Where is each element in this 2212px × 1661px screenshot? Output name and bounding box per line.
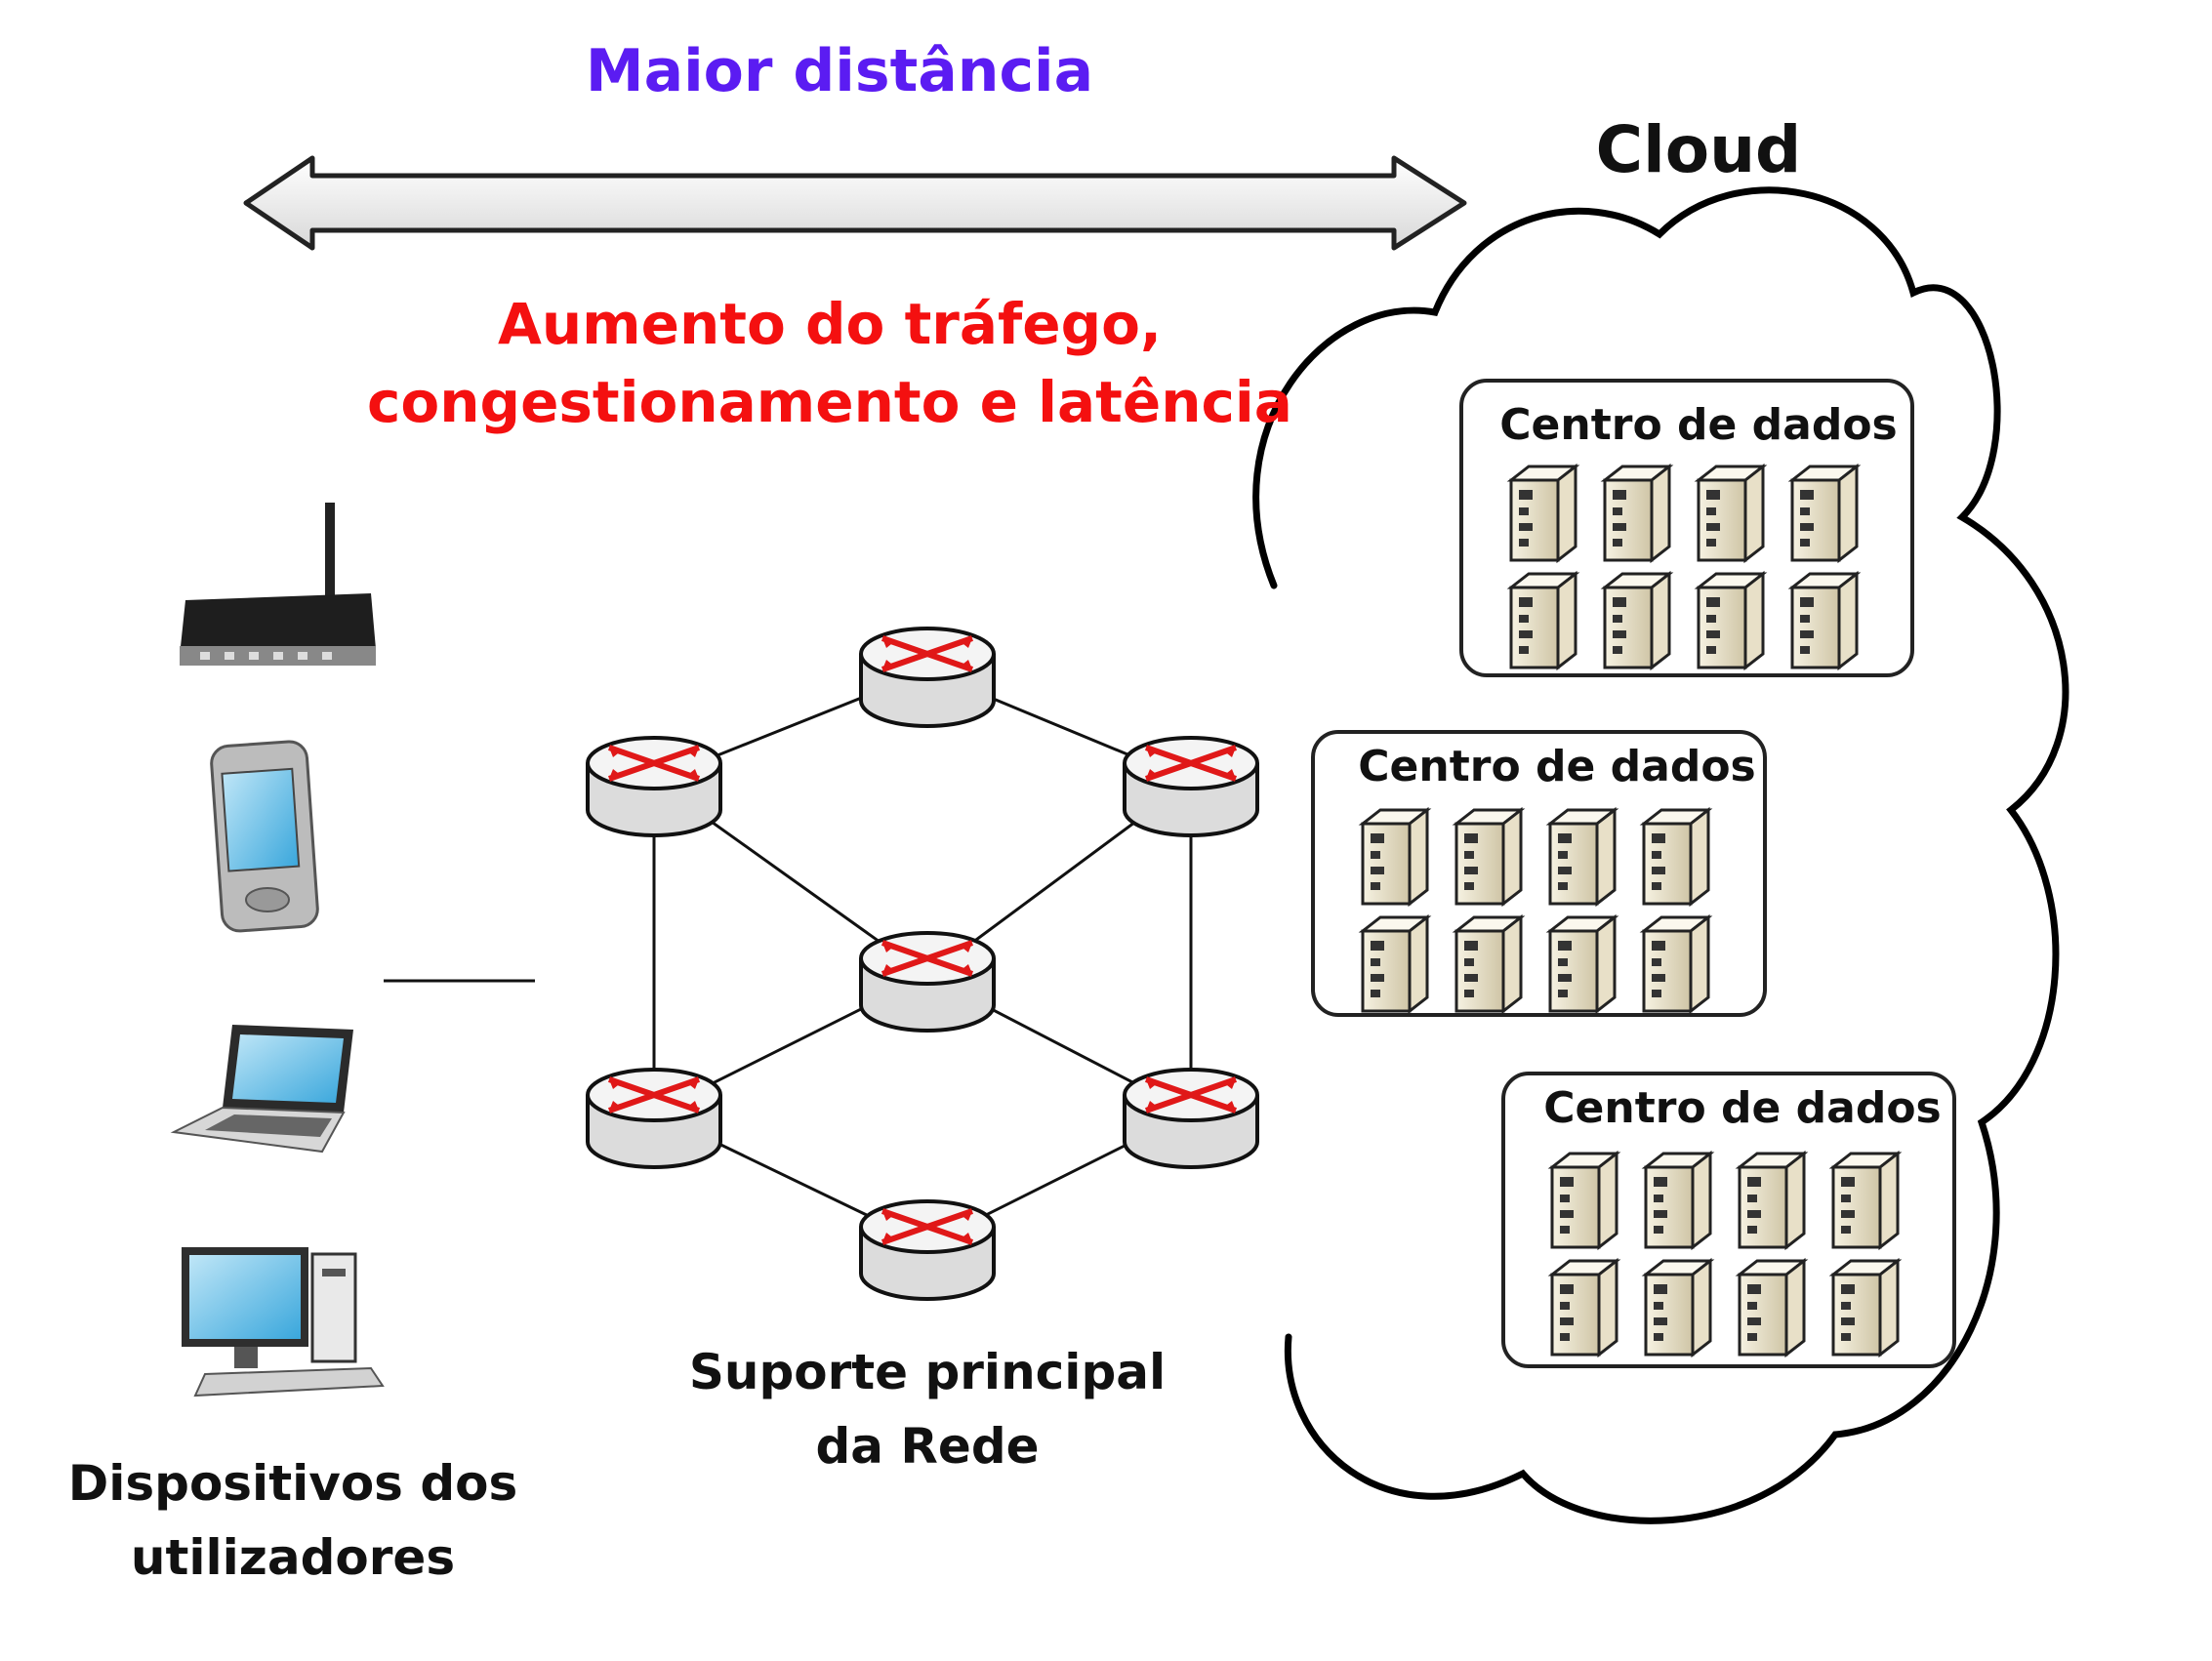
server-icon	[1600, 463, 1674, 564]
server-icon	[1735, 1150, 1809, 1251]
traffic-label-line-1: Aumento do tráfego,	[498, 291, 1162, 357]
router-icon	[586, 736, 722, 837]
traffic-label-line-2: congestionamento e latência	[367, 369, 1292, 435]
backbone-label: Suporte principal da Rede	[625, 1335, 1230, 1483]
router-icon	[859, 627, 996, 728]
server-icon	[1545, 913, 1619, 1015]
server-icon	[1694, 463, 1768, 564]
server-icon	[1828, 1257, 1903, 1358]
backbone-label-line-2: da Rede	[815, 1418, 1040, 1475]
server-icon	[1787, 570, 1862, 671]
server-icon	[1600, 570, 1674, 671]
devices-label: Dispositivos dos utilizadores	[39, 1446, 547, 1595]
distance-label: Maior distância	[585, 37, 1094, 105]
server-icon	[1787, 463, 1862, 564]
server-icon	[1545, 806, 1619, 908]
server-icon	[1641, 1150, 1715, 1251]
server-icon	[1641, 1257, 1715, 1358]
server-icon	[1547, 1257, 1621, 1358]
server-icon	[1506, 463, 1580, 564]
data-center-title: Centro de dados	[1499, 400, 1898, 450]
laptop-icon	[170, 1025, 353, 1154]
backbone-routers	[586, 627, 1259, 1301]
server-icon	[1694, 570, 1768, 671]
server-racks	[1358, 463, 1903, 1358]
server-icon	[1735, 1257, 1809, 1358]
server-icon	[1452, 913, 1526, 1015]
server-icon	[1358, 806, 1432, 908]
distance-double-arrow	[243, 155, 1467, 251]
wifi-router-icon	[180, 503, 376, 666]
server-icon	[1639, 913, 1713, 1015]
server-icon	[1547, 1150, 1621, 1251]
cloud-label: Cloud	[1595, 112, 1802, 187]
devices-label-line-2: utilizadores	[130, 1529, 456, 1586]
router-icon	[1123, 736, 1259, 837]
router-icon	[586, 1068, 722, 1169]
server-icon	[1828, 1150, 1903, 1251]
traffic-label: Aumento do tráfego, congestionamento e l…	[312, 285, 1347, 441]
server-icon	[1639, 806, 1713, 908]
server-icon	[1358, 913, 1432, 1015]
router-icon	[859, 931, 996, 1033]
router-icon	[859, 1199, 996, 1301]
cloud-shape	[1252, 186, 2069, 1524]
devices-label-line-1: Dispositivos dos	[67, 1455, 518, 1512]
server-icon	[1506, 570, 1580, 671]
desktop-computer-icon	[182, 1247, 385, 1398]
data-center-title: Centro de dados	[1543, 1083, 1942, 1133]
backbone-label-line-1: Suporte principal	[688, 1344, 1167, 1400]
pda-phone-icon	[210, 740, 319, 933]
data-center-title: Centro de dados	[1358, 742, 1756, 791]
router-icon	[1123, 1068, 1259, 1169]
server-icon	[1452, 806, 1526, 908]
